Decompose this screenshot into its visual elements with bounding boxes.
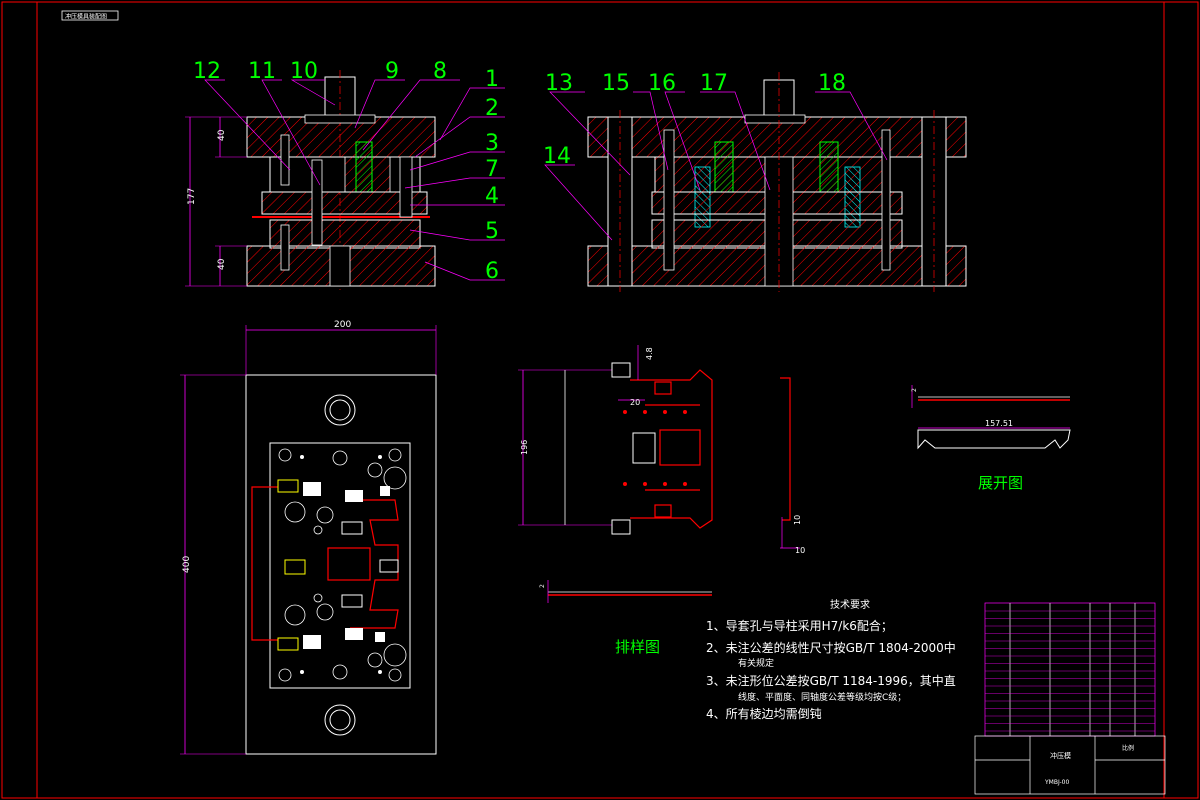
- callout-17: 17: [700, 71, 728, 96]
- dim-blank-2: 2: [911, 388, 918, 392]
- title-scale: 比例: [1122, 744, 1134, 752]
- dim-strip-4-8: 4.8: [645, 347, 654, 360]
- dim-strip-thick: 2: [539, 584, 546, 588]
- dim-200: 200: [334, 320, 351, 330]
- dim-blank-157-51: 157.51: [985, 419, 1013, 428]
- tech-title: 技术要求: [830, 598, 870, 611]
- tech-line-5: 线度、平面度、同轴度公差等级均按C级；: [738, 691, 906, 703]
- callout-8: 8: [433, 59, 447, 84]
- callout-13: 13: [545, 71, 573, 96]
- callout-16: 16: [648, 71, 676, 96]
- bom-rows: [985, 610, 1155, 732]
- tech-line-4: 3、未注形位公差按GB/T 1184-1996，其中直: [706, 673, 956, 688]
- callout-leaders: [204, 79, 888, 281]
- callout-numbers: 1 2 3 7 4 5 6 8 9 10 11 12 13 14 15 16 1…: [193, 59, 846, 284]
- callout-7: 7: [485, 157, 499, 182]
- tech-line-2: 2、未注公差的线性尺寸按GB/T 1804-2000中: [706, 640, 956, 655]
- callout-3: 3: [485, 131, 499, 156]
- layout-title: 排样图: [615, 638, 660, 656]
- dim-40-bottom: 40: [217, 258, 227, 270]
- strip-layout: [518, 345, 800, 603]
- plan-view: [180, 325, 437, 755]
- callout-9: 9: [385, 59, 399, 84]
- tech-line-1: 1、导套孔与导柱采用H7/k6配合；: [706, 618, 893, 633]
- dim-section-10: 10: [793, 515, 802, 525]
- blank-unfold: [911, 385, 1071, 450]
- unfold-title: 展开图: [978, 474, 1023, 492]
- callout-14: 14: [543, 144, 571, 169]
- corner-tag-box: [61, 10, 119, 21]
- dim-400: 400: [182, 556, 192, 573]
- callout-5: 5: [485, 219, 499, 244]
- tech-line-6: 4、所有棱边均需倒钝: [706, 706, 822, 721]
- callout-4: 4: [485, 184, 499, 209]
- dim-40-top: 40: [217, 129, 227, 141]
- title-block: [974, 602, 1166, 795]
- dim-strip-196: 196: [520, 440, 529, 455]
- tech-requirements: 技术要求 1、导套孔与导柱采用H7/k6配合； 2、未注公差的线性尺寸按GB/T…: [706, 598, 956, 721]
- callout-10: 10: [290, 59, 318, 84]
- callout-11: 11: [248, 59, 276, 84]
- title-drawing-no: YMBJ-00: [1044, 779, 1069, 786]
- tech-line-3: 有关规定: [738, 657, 774, 669]
- callout-18: 18: [818, 71, 846, 96]
- callout-1: 1: [485, 67, 499, 92]
- side-section-view: [587, 72, 967, 292]
- callout-2: 2: [485, 96, 499, 121]
- drawing-inner-frame: [36, 1, 1165, 799]
- callout-15: 15: [602, 71, 630, 96]
- dim-strip-20: 20: [630, 398, 640, 407]
- dim-section-10b: 10: [795, 546, 805, 555]
- dim-177: 177: [187, 188, 197, 205]
- callout-6: 6: [485, 259, 499, 284]
- title-name: 冲压模: [1050, 751, 1071, 760]
- callout-12: 12: [193, 59, 221, 84]
- corner-tag-text: 冲压模具装配图: [65, 13, 107, 21]
- front-section-view: [185, 70, 436, 290]
